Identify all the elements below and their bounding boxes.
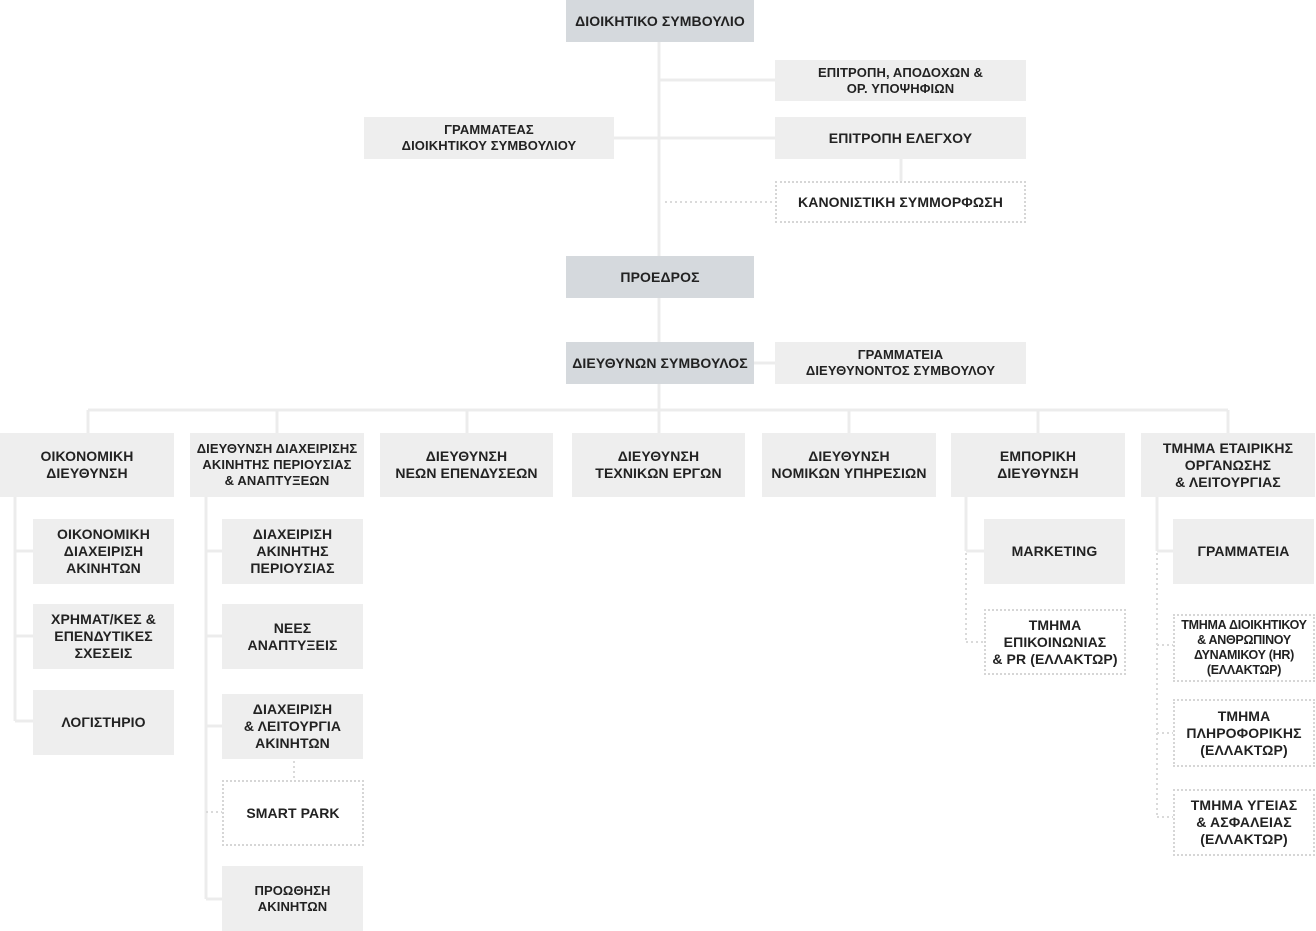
box-label: ΔΙΕΥΘΥΝΣΗ	[425, 448, 508, 464]
box-label: MARKETING	[1011, 543, 1098, 559]
box-label: ΧΡΗΜΑΤ/ΚΕΣ &	[51, 611, 156, 627]
box-label: ΑΚΙΝΗΤΩΝ	[66, 560, 141, 576]
smart-park-box: SMART PARK	[222, 780, 364, 846]
box-label: ΤΜΗΜΑ	[1028, 616, 1082, 633]
box-label: ΠΕΡΙΟΥΣΙΑΣ	[250, 560, 335, 576]
box-label: ΕΠΕΝΔΥΤΙΚΕΣ	[54, 628, 153, 644]
audit-committee-box: ΕΠΙΤΡΟΠΗ ΕΛΕΓΧΟΥ	[775, 117, 1026, 159]
box-label: ΔΙΕΥΘΥΝΣΗ	[46, 465, 128, 481]
accounting-box: ΛΟΓΙΣΤΗΡΙΟ	[33, 690, 174, 755]
box-label: ΤΜΗΜΑ ΥΓΕΙΑΣ	[1190, 797, 1298, 813]
box-label: ΕΠΙΤΡΟΠΗ, ΑΠΟΔΟΧΩΝ &	[817, 64, 984, 80]
box-label: & PR (ΕΛΛΑΚΤΩΡ)	[992, 650, 1118, 667]
remuneration-committee-box: ΕΠΙΤΡΟΠΗ, ΑΠΟΔΟΧΩΝ &ΟΡ. ΥΠΟΨΗΦΙΩΝ	[775, 60, 1026, 101]
box-label: ΔΙΕΥΘΥΝΣΗ	[808, 448, 890, 464]
box-label: ΑΚΙΝΗΤΗΣ ΠΕΡΙΟΥΣΙΑΣ	[202, 457, 352, 472]
box-label: & ΑΝΘΡΩΠΙΝΟΥ	[1197, 633, 1291, 647]
box-label: ΟΙΚΟΝΟΜΙΚΗ	[40, 448, 134, 464]
box-label: (ΕΛΛΑΚΤΩΡ)	[1200, 741, 1288, 758]
box-label: ΛΟΓΙΣΤΗΡΙΟ	[61, 714, 146, 730]
box-label: ΣΧΕΣΕΙΣ	[74, 645, 133, 661]
box-label: ΠΛΗΡΟΦΟΡΙΚΗΣ	[1186, 724, 1302, 741]
box-label: ΟΡΓΑΝΩΣΗΣ	[1184, 456, 1272, 473]
box-label: ΓΡΑΜΜΑΤΕΙΑ	[857, 347, 944, 362]
box-label: ΓΡΑΜΜΑΤΕΙΑ	[1197, 543, 1290, 559]
box-label: ΝΕΕΣ	[273, 619, 312, 636]
chairman-box: ΠΡΟΕΔΡΟΣ	[566, 256, 754, 298]
corporate-secretariat-box: ΓΡΑΜΜΑΤΕΙΑ	[1173, 519, 1314, 584]
box-label: ΔΥΝΑΜΙΚΟΥ (HR)	[1194, 648, 1294, 662]
box-label: ΝΟΜΙΚΩΝ ΥΠΗΡΕΣΙΩΝ	[771, 465, 927, 481]
box-label: ΑΝΑΠΤΥΞΕΙΣ	[247, 636, 338, 653]
box-label: ΔΙΕΥΘΥΝΣΗ	[617, 448, 700, 464]
board-of-directors-box: ΔΙΟΙΚΗΤΙΚΟ ΣΥΜΒΟΥΛΙΟ	[566, 0, 754, 42]
box-label: ΕΠΙΤΡΟΠΗ ΕΛΕΓΧΟΥ	[828, 129, 973, 146]
box-label: ΠΡΟΕΔΡΟΣ	[620, 268, 700, 285]
regulatory-compliance-box: ΚΑΝΟΝΙΣΤΙΚΗ ΣΥΜΜΟΡΦΩΣΗ	[775, 181, 1026, 223]
box-label: ΠΡΟΩΘΗΣΗ	[254, 882, 331, 898]
box-label: ΔΙΕΥΘΥΝΣΗ ΔΙΑΧΕΙΡΙΣΗΣ	[196, 441, 358, 456]
box-label: ΑΚΙΝΗΤΩΝ	[257, 898, 328, 914]
box-label: ΔΙΟΙΚΗΤΙΚΟ ΣΥΜΒΟΥΛΙΟ	[575, 12, 745, 29]
box-label: ΑΚΙΝΗΤΩΝ	[255, 735, 330, 751]
box-label: & ΛΕΙΤΟΥΡΓΙΑΣ	[1175, 473, 1281, 490]
ceo-box: ΔΙΕΥΘΥΝΩΝ ΣΥΜΒΟΥΛΟΣ	[566, 342, 754, 384]
box-label: ΔΙΕΥΘΥΝΟΝΤΟΣ ΣΥΜΒΟΥΛΟΥ	[805, 363, 996, 378]
box-label: SMART PARK	[246, 804, 340, 821]
box-label: ΤΜΗΜΑ	[1217, 707, 1271, 724]
box-label: ΟΙΚΟΝΟΜΙΚΗ	[57, 526, 150, 542]
box-label: ΑΚΙΝΗΤΗΣ	[256, 543, 329, 559]
box-label: & ΑΣΦΑΛΕΙΑΣ	[1196, 814, 1292, 830]
box-label: ΝΕΩΝ ΕΠΕΝΔΥΣΕΩΝ	[395, 465, 538, 481]
box-label: ΤΜΗΜΑ ΕΤΑΙΡΙΚΗΣ	[1162, 439, 1294, 456]
box-label: ΕΠΙΚΟΙΝΩΝΙΑΣ	[1003, 633, 1107, 650]
box-label: & ΑΝΑΠΤΥΞΕΩΝ	[224, 473, 330, 488]
box-label: ΤΜΗΜΑ ΔΙΟΙΚΗΤΙΚΟΥ	[1181, 618, 1307, 632]
box-label: ΚΑΝΟΝΙΣΤΙΚΗ ΣΥΜΜΟΡΦΩΣΗ	[798, 193, 1003, 210]
box-label: ΔΙΑΧΕΙΡΙΣΗ	[252, 701, 333, 717]
box-label: ΟΡ. ΥΠΟΨΗΦΙΩΝ	[846, 80, 955, 96]
box-label: ΔΙΑΧΕΙΡΙΣΗ	[252, 526, 333, 542]
box-label: & ΛΕΙΤΟΥΡΓΙΑ	[243, 718, 342, 734]
box-label: ΔΙΕΥΘΥΝΩΝ ΣΥΜΒΟΥΛΟΣ	[572, 354, 748, 371]
health-safety-box: ΤΜΗΜΑ ΥΓΕΙΑΣ& ΑΣΦΑΛΕΙΑΣ(ΕΛΛΑΚΤΩΡ)	[1173, 789, 1315, 856]
box-label: (ΕΛΛΑΚΤΩΡ)	[1206, 663, 1282, 677]
box-label: ΤΕΧΝΙΚΩΝ ΕΡΓΩΝ	[595, 465, 722, 481]
box-label: ΔΙΑΧΕΙΡΙΣΗ	[63, 543, 144, 559]
box-label: ΔΙΕΥΘΥΝΣΗ	[997, 465, 1079, 481]
box-label: ΔΙΟΙΚΗΤΙΚΟΥ ΣΥΜΒΟΥΛΙΟΥ	[401, 138, 577, 153]
box-label: (ΕΛΛΑΚΤΩΡ)	[1200, 831, 1288, 847]
box-label: ΓΡΑΜΜΑΤΕΑΣ	[444, 122, 534, 137]
box-label: ΕΜΠΟΡΙΚΗ	[999, 448, 1077, 464]
marketing-box: MARKETING	[984, 519, 1125, 584]
